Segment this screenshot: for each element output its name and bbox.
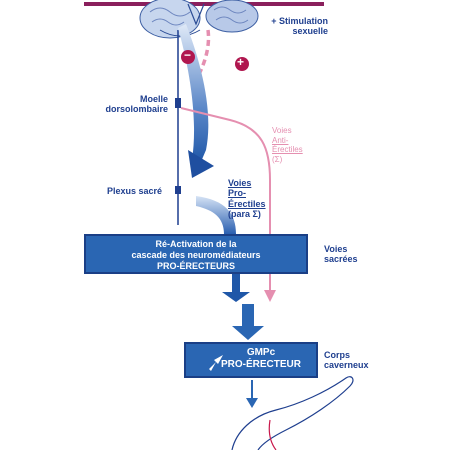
minus-badge [181,50,195,64]
plus-badge [235,57,249,71]
plexus-to-box-arrow [196,196,236,234]
gmpc-line2: PRO-ÉRECTEUR [220,359,301,370]
big-blue-arrow-head [188,150,214,178]
corps-caverneux-inner-line [268,419,277,450]
anti-erectile-arrow-head [264,290,276,302]
plexus-label: Plexus sacré [106,186,162,196]
minus-sign: − [184,48,192,62]
stimulation-label: + Stimulation sexuelle [271,16,328,37]
top-border-bar [84,2,324,6]
moelle-label: Moelle dorsolombaire [105,94,168,115]
big-blue-arrow [178,24,209,164]
gmpc-line1: GMPc [246,347,276,358]
connector-arrow [232,304,264,340]
corps-caverneux-label: Corps caverneux [324,350,369,371]
upward-arrow-icon [209,355,223,371]
anti-erectile-path [180,107,271,290]
down-arrow-head [246,398,258,408]
reactivation-line1: Ré-Activation de la [155,239,237,249]
reactivation-box: Ré-Activation de la cascade des neuroméd… [84,234,308,274]
reactivation-line3: PRO-ÉRECTEURS [156,261,235,271]
voies-anti-label: Voies Anti- Érectiles (Σ) [272,126,303,164]
plexus-node [175,186,181,194]
reactivation-line2: cascade des neuromédiateurs [131,250,261,260]
thick-blue-arrow [222,274,250,302]
voies-sacrees-label: Voies sacrées [324,244,358,265]
dashed-pink-arrow [194,29,211,81]
plus-sign: + [237,55,245,69]
corps-caverneux-outline [231,376,354,450]
moelle-node [175,98,181,108]
gmpc-box: GMPc PRO-ÉRECTEUR [184,342,318,378]
voies-pro-label: Voies Pro- Érectiles (para Σ) [228,178,266,220]
